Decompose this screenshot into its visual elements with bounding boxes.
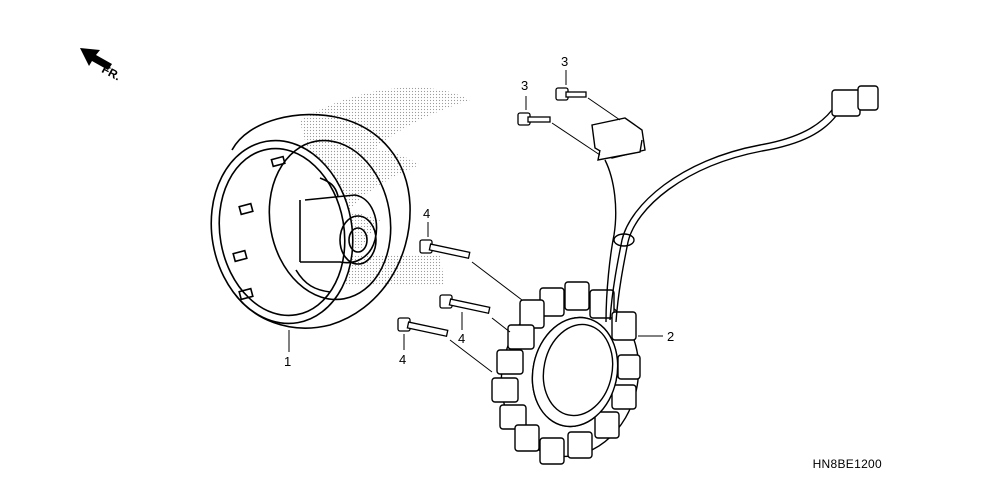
pulser-sensor: [591, 117, 646, 161]
bolt-upper-right: [555, 87, 587, 101]
callout-stator: 2: [667, 329, 675, 344]
bolt-upper: [419, 239, 471, 260]
bolt-middle: [439, 294, 491, 315]
callout-flywheel: 1: [284, 354, 292, 369]
callout-bolt-upper-left: 3: [521, 78, 529, 93]
flywheel: [210, 113, 411, 329]
callout-bolt-lower: 4: [399, 352, 407, 367]
diagram-code: HN8BE1200: [812, 457, 882, 471]
alignment-line-3a: [551, 122, 601, 156]
alignment-line-4a: [471, 261, 523, 301]
alignment-line-3b: [587, 97, 621, 121]
bolt-upper-left: [517, 112, 551, 126]
stator: [491, 281, 641, 465]
alignment-line-4b: [491, 317, 511, 333]
callout-bolt-upper-right: 3: [561, 54, 569, 69]
callout-bolt-upper: 4: [423, 206, 431, 221]
alignment-line-4c: [449, 339, 493, 373]
wiring-harness: [604, 85, 879, 323]
bolt-lower: [397, 317, 449, 338]
front-arrow-icon: [80, 48, 112, 70]
callout-bolt-middle: 4: [458, 331, 466, 346]
